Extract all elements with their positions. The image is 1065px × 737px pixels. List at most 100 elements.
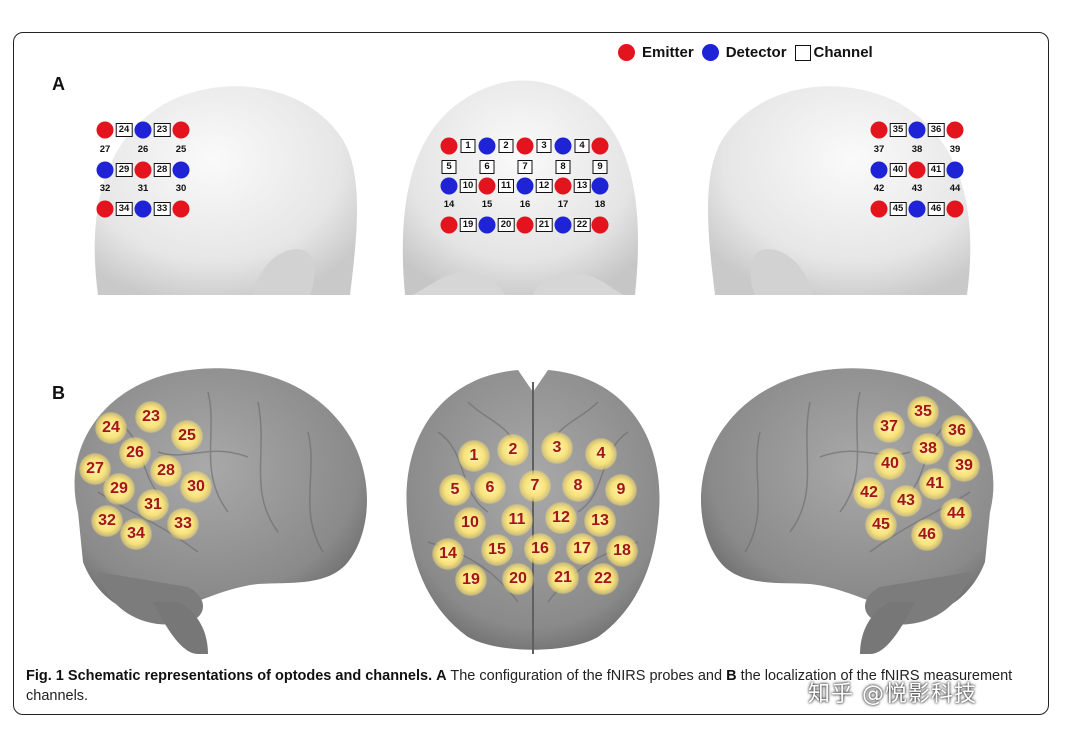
- probe-channel: 1: [460, 139, 476, 153]
- probe-channel: 20: [497, 218, 515, 232]
- brain-channel: 18: [606, 535, 638, 567]
- caption-fig-label: Fig. 1 Schematic representations of opto…: [26, 668, 433, 684]
- probe-channel: 35: [889, 123, 907, 137]
- emitter-icon: [96, 200, 114, 218]
- emitter-icon: [172, 121, 190, 139]
- probe-channel: 32: [99, 183, 111, 194]
- detector-icon: [908, 121, 926, 139]
- brain-channel: 39: [948, 450, 980, 482]
- panel-a-label: A: [52, 74, 65, 94]
- probe-channel: 25: [175, 144, 187, 155]
- emitter-dot-icon: [618, 44, 635, 61]
- brain-channel: 31: [137, 489, 169, 521]
- brain-channel: 21: [547, 562, 579, 594]
- brain-channel: 25: [171, 420, 203, 452]
- detector-icon: [946, 161, 964, 179]
- brain-channel: 26: [119, 437, 151, 469]
- detector-dot-icon: [701, 44, 719, 61]
- probe-channel: 43: [911, 183, 923, 194]
- probe-channel: 28: [153, 163, 171, 177]
- probe-channel: 5: [441, 160, 457, 174]
- head-left-view: [94, 86, 358, 295]
- probe-channel: 24: [115, 123, 133, 137]
- brain-right-view: [701, 368, 994, 654]
- emitter-icon: [440, 137, 458, 155]
- probe-channel: 9: [592, 160, 608, 174]
- probe-channel: 23: [153, 123, 171, 137]
- brain-channel: 4: [585, 438, 617, 470]
- brain-channel: 22: [587, 563, 619, 595]
- brain-channel: 11: [501, 504, 533, 536]
- probe-channel: 29: [115, 163, 133, 177]
- brain-channel: 41: [919, 468, 951, 500]
- emitter-icon: [554, 177, 572, 195]
- detector-icon: [134, 121, 152, 139]
- probe-channel: 3: [536, 139, 552, 153]
- detector-icon: [591, 177, 609, 195]
- brain-channel: 16: [524, 533, 556, 565]
- detector-icon: [870, 161, 888, 179]
- brain-channel: 42: [853, 477, 885, 509]
- probe-channel: 22: [573, 218, 591, 232]
- brain-channel: 2: [497, 434, 529, 466]
- emitter-icon: [134, 161, 152, 179]
- probe-channel: 27: [99, 144, 111, 155]
- brain-channel: 12: [545, 502, 577, 534]
- brain-channel: 46: [911, 519, 943, 551]
- probe-channel: 6: [479, 160, 495, 174]
- brain-channel: 24: [95, 412, 127, 444]
- detector-icon: [554, 216, 572, 234]
- brain-channel: 37: [873, 411, 905, 443]
- probe-channel: 42: [873, 183, 885, 194]
- detector-icon: [440, 177, 458, 195]
- probe-channel: 19: [459, 218, 477, 232]
- brain-channel: 17: [566, 533, 598, 565]
- probe-channel: 17: [557, 199, 569, 210]
- probe-channel: 11: [497, 179, 515, 193]
- legend-emitter: Emitter: [618, 44, 694, 61]
- watermark: 知乎 @悦影科技: [808, 682, 977, 707]
- probe-channel: 10: [459, 179, 477, 193]
- legend-emitter-label: Emitter: [642, 44, 694, 61]
- brain-channel: 15: [481, 534, 513, 566]
- brain-channel: 45: [865, 509, 897, 541]
- brain-channel: 23: [135, 401, 167, 433]
- probe-channel: 7: [517, 160, 533, 174]
- probe-channel: 4: [574, 139, 590, 153]
- emitter-icon: [870, 121, 888, 139]
- brain-channel: 6: [474, 472, 506, 504]
- brain-channel: 43: [890, 485, 922, 517]
- brain-channel: 20: [502, 563, 534, 595]
- detector-icon: [908, 200, 926, 218]
- caption-part-a-text: The configuration of the fNIRS probes an…: [450, 668, 723, 684]
- emitter-icon: [516, 137, 534, 155]
- head-right-view: [707, 86, 971, 295]
- emitter-icon: [516, 216, 534, 234]
- brain-channel: 36: [941, 415, 973, 447]
- emitter-icon: [908, 161, 926, 179]
- brain-front-view: [406, 370, 660, 654]
- probe-channel: 13: [573, 179, 591, 193]
- brain-channel: 5: [439, 474, 471, 506]
- emitter-icon: [96, 121, 114, 139]
- legend-detector-label: Detector: [725, 44, 787, 61]
- probe-channel: 12: [535, 179, 553, 193]
- probe-channel: 30: [175, 183, 187, 194]
- detector-icon: [478, 216, 496, 234]
- probe-channel: 45: [889, 202, 907, 216]
- brain-channel: 40: [874, 448, 906, 480]
- detector-icon: [96, 161, 114, 179]
- detector-icon: [516, 177, 534, 195]
- legend-channel: Channel: [794, 44, 873, 61]
- brain-channel: 1: [458, 440, 490, 472]
- brain-channel: 10: [454, 507, 486, 539]
- detector-icon: [134, 200, 152, 218]
- caption-part-a-label: A: [436, 668, 447, 684]
- brain-channel: 3: [541, 432, 573, 464]
- probe-channel: 14: [443, 199, 455, 210]
- emitter-icon: [440, 216, 458, 234]
- brain-channel: 9: [605, 474, 637, 506]
- brain-channel: 7: [519, 470, 551, 502]
- legend: Emitter Detector Channel: [618, 44, 881, 61]
- probe-channel: 15: [481, 199, 493, 210]
